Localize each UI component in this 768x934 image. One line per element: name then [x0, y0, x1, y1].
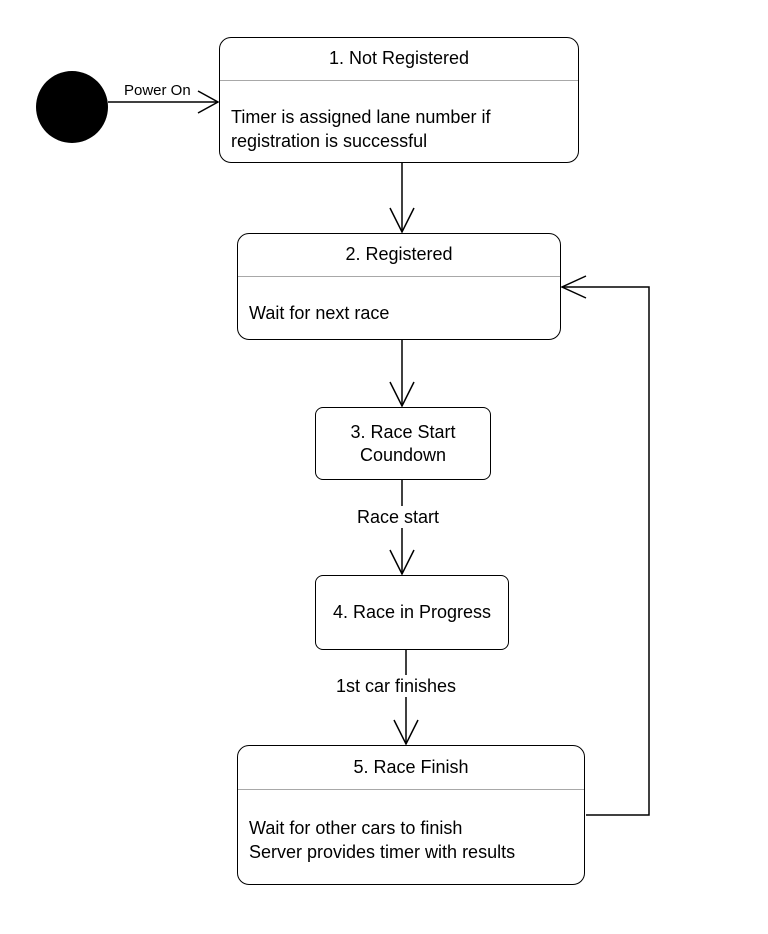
state-race-finish[interactable]: 5. Race Finish Wait for other cars to fi… — [237, 745, 585, 885]
state-title: 2. Registered — [345, 244, 453, 264]
state-body-line: registration is successful — [231, 131, 428, 151]
edge-s2-to-s3 — [389, 340, 415, 408]
state-body-line: Wait for next race — [249, 303, 390, 323]
state-body: Wait for next race — [249, 301, 552, 325]
state-body-line: Server provides timer with results — [249, 842, 516, 862]
edge-s5-to-s2 — [560, 275, 650, 816]
state-divider — [220, 80, 578, 81]
state-title: 4. Race in Progress — [332, 602, 492, 622]
state-title: 5. Race Finish — [353, 757, 469, 777]
state-not-registered[interactable]: 1. Not Registered Timer is assigned lane… — [219, 37, 579, 163]
edge-s4-to-s5 — [393, 650, 419, 746]
state-registered[interactable]: 2. Registered Wait for next race — [237, 233, 561, 340]
label-power-on: Power On — [124, 82, 191, 99]
edge-power-on — [108, 90, 220, 114]
state-divider — [238, 276, 560, 277]
state-title: 1. Not Registered — [328, 48, 470, 68]
state-title-line: Coundown — [359, 444, 447, 465]
state-title-line: 3. Race Start — [350, 421, 456, 442]
state-race-start-countdown[interactable]: 3. Race Start Coundown — [315, 407, 491, 480]
initial-state-icon — [36, 71, 108, 143]
label-first-car-finishes: 1st car finishes — [336, 675, 457, 697]
state-divider — [238, 789, 584, 790]
edge-s1-to-s2 — [389, 163, 415, 234]
state-race-in-progress[interactable]: 4. Race in Progress — [315, 575, 509, 650]
state-body-line: Timer is assigned lane number if — [231, 107, 491, 127]
state-title: 3. Race Start Coundown — [350, 421, 455, 467]
state-body: Wait for other cars to finish Server pro… — [249, 816, 576, 864]
state-body: Timer is assigned lane number if registr… — [231, 105, 570, 153]
state-body-line: Wait for other cars to finish — [249, 818, 463, 838]
label-race-start: Race start — [357, 506, 440, 528]
